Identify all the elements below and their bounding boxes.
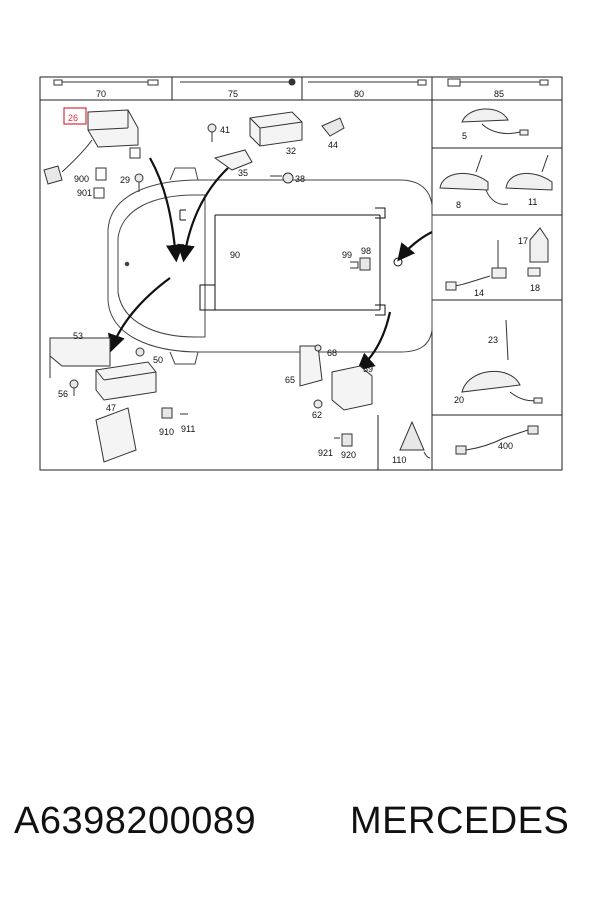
header-label-85: 85 [494,89,504,99]
callout-68: 68 [327,348,337,358]
callout-400: 400 [498,441,513,451]
header-label-70: 70 [96,89,106,99]
callout-910: 910 [159,427,174,437]
cable-icon-85 [447,78,549,87]
brand-name: MERCEDES [350,800,570,842]
callout-29: 29 [120,175,130,185]
callout-17: 17 [518,236,528,246]
callout-911: 911 [181,424,195,434]
callout-65: 65 [285,375,295,385]
callout-98: 98 [361,246,371,256]
header-label-75: 75 [228,89,238,99]
module-26 [87,109,141,159]
bracket-65-68 [299,344,323,387]
clip-62 [313,399,323,409]
header-label-80: 80 [354,89,364,99]
base-17-18 [527,227,549,277]
part-number: A6398200089 [14,800,257,842]
callout-35: 35 [238,168,248,178]
cable-400 [455,425,539,455]
antenna-11 [505,154,553,191]
callout-44: 44 [328,140,338,150]
callout-900: 900 [74,174,89,184]
screw-29 [134,173,144,192]
module-47-lower [95,407,137,463]
callout-920: 920 [341,450,356,460]
module-59 [331,365,373,411]
bracket-35 [213,149,253,171]
antenna-5 [461,108,529,136]
callout-32: 32 [286,146,296,156]
callout-110: 110 [392,455,406,465]
cable-icon-80 [308,79,427,86]
cable-icon-75 [180,78,296,86]
cable-icon-70 [53,79,159,86]
callout-23: 23 [488,335,498,345]
callout-18: 18 [530,283,540,293]
caption: A6398200089 MERCEDES [0,800,600,860]
bracket-44 [321,117,345,137]
module-47 [95,361,157,401]
callout-26: 26 [68,113,78,123]
callout-99: 99 [342,250,352,260]
callout-14: 14 [474,288,484,298]
callout-labels: 26 900 901 29 41 32 44 35 38 90 99 98 5 … [58,113,540,465]
clip-910-911 [161,407,188,419]
clip-98-99 [350,257,371,271]
callout-62: 62 [312,410,322,420]
header-band: 70 75 80 85 [40,77,562,101]
clip-920-921 [334,433,353,447]
antenna-14 [445,240,507,291]
assembly-arrows [108,157,433,371]
antenna-20-23 [461,319,543,404]
bracket-53 [49,337,111,378]
connector-900 [43,139,107,199]
callout-11: 11 [528,197,537,207]
screw-50 [135,347,145,357]
antenna-110 [399,420,431,459]
callout-901: 901 [77,188,92,198]
callout-8: 8 [456,200,461,210]
callout-38: 38 [295,174,305,184]
callout-90: 90 [230,250,240,260]
antenna-8 [439,154,509,205]
callout-5: 5 [462,131,467,141]
screw-56 [69,379,79,396]
screw-41 [207,123,217,142]
callout-47: 47 [106,403,116,413]
callout-921: 921 [318,448,333,458]
callout-41: 41 [220,125,230,135]
callout-50: 50 [153,355,163,365]
parts-diagram: 70 75 80 85 [39,76,563,471]
highlight-box-26 [63,107,87,125]
callout-56: 56 [58,389,68,399]
callout-59: 59 [363,364,373,374]
nut-38 [270,172,294,184]
callout-20: 20 [454,395,464,405]
vehicle-outline [107,167,433,365]
callout-53: 53 [73,331,83,341]
module-32 [249,111,303,147]
